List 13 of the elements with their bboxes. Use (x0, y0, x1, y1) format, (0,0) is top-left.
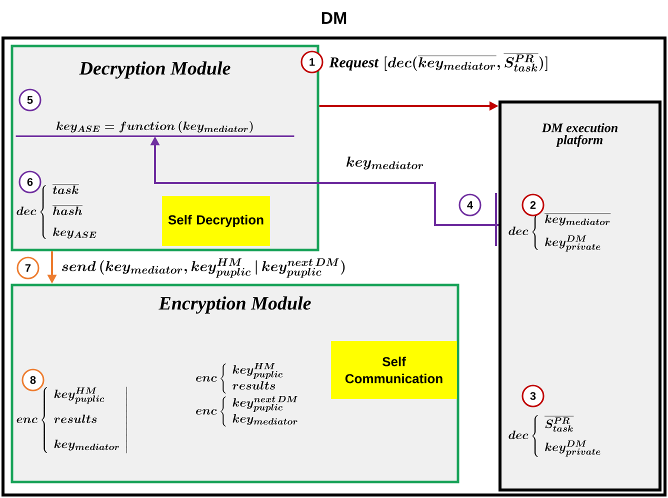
edge-label: $\mathit{Request}\;[dec(\overline{key_{mediator}},\overline{S^{PR}_{task}})]$ (328, 52, 550, 72)
heading: DM (322, 12, 346, 24)
formula: $dec\left\{\begin{array}{l}\overline{S^{PR}_{task}}\\[8pt]key^{DM}_{private}\end{array}\right.$ (508, 415, 600, 457)
formula: $\begin{array}{l}enc\left\{\begin{array}{l}key^{HM}_{puplic}\\ results\end{array}\right.\\[10pt]enc\left\{\begin{array}{l}key^{next\,DM}_{puplic}\\ key_{mediator}\end{array}\right.\end{array}$ (196, 363, 298, 426)
edge-label: $send\,(key_{mediator},key^{HM}_{puplic}\,\Big|\,key^{next\,DM}_{puplic})$ (60, 257, 348, 279)
step-number: 8 (22, 368, 44, 392)
module-title: Decryption Module (79, 61, 230, 79)
highlight-box: Self Decryption (162, 196, 270, 246)
highlight-box: Self Communication (331, 341, 457, 399)
underlined-formula: $key_{ASE}=function\,(key_{mediator})$ (16, 121, 294, 137)
module-title: Encryption Module (158, 296, 311, 314)
platform-title: DM execution platform (542, 123, 618, 147)
edge-label: $key_{mediator}$ (344, 156, 426, 170)
